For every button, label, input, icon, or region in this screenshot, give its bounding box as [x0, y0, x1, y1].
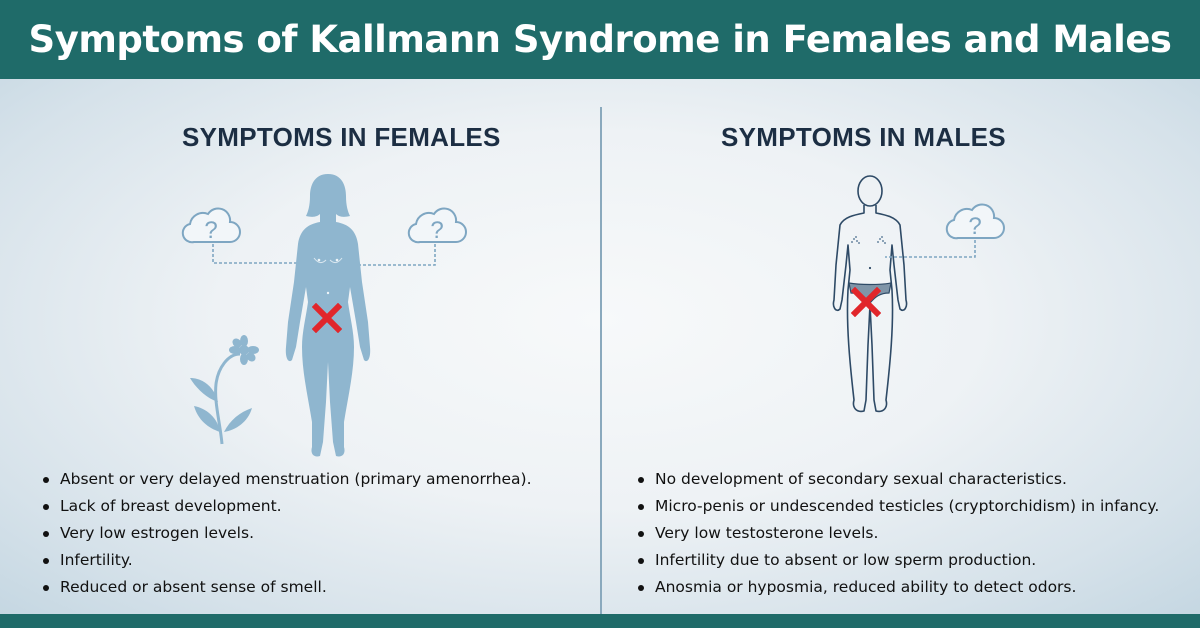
- males-section-title: SYMPTOMS IN MALES: [721, 122, 1006, 152]
- connector-line: [885, 240, 976, 258]
- wilted-flower-icon: [190, 335, 259, 445]
- column-divider: [600, 107, 602, 614]
- list-item: Micro-penis or undescended testicles (cr…: [633, 493, 1159, 520]
- list-item: Anosmia or hyposmia, reduced ability to …: [633, 574, 1159, 601]
- connector-line: [212, 244, 306, 264]
- females-section-title: SYMPTOMS IN FEMALES: [182, 122, 501, 152]
- list-item: No development of secondary sexual chara…: [633, 466, 1159, 493]
- males-symptom-list: No development of secondary sexual chara…: [633, 466, 1159, 601]
- cloud-question-icon: ?: [181, 207, 241, 244]
- cloud-question-icon: ?: [945, 203, 1005, 240]
- cross-mark-icon: [312, 303, 342, 333]
- cloud-question-icon: ?: [407, 207, 467, 244]
- page-title: Symptoms of Kallmann Syndrome in Females…: [28, 18, 1172, 61]
- svg-text:?: ?: [204, 217, 217, 244]
- list-item: Very low estrogen levels.: [38, 520, 532, 547]
- svg-text:?: ?: [430, 217, 443, 244]
- list-item: Infertility due to absent or low sperm p…: [633, 547, 1159, 574]
- list-item: Lack of breast development.: [38, 493, 532, 520]
- list-item: Absent or very delayed menstruation (pri…: [38, 466, 532, 493]
- females-symptom-list: Absent or very delayed menstruation (pri…: [38, 466, 532, 601]
- list-item: Reduced or absent sense of smell.: [38, 574, 532, 601]
- footer-bar: [0, 614, 1200, 628]
- list-item: Infertility.: [38, 547, 532, 574]
- list-item: Very low testosterone levels.: [633, 520, 1159, 547]
- connector-line: [340, 244, 436, 266]
- cross-mark-icon: [851, 287, 881, 317]
- header-banner: Symptoms of Kallmann Syndrome in Females…: [0, 0, 1200, 79]
- svg-text:?: ?: [968, 213, 981, 240]
